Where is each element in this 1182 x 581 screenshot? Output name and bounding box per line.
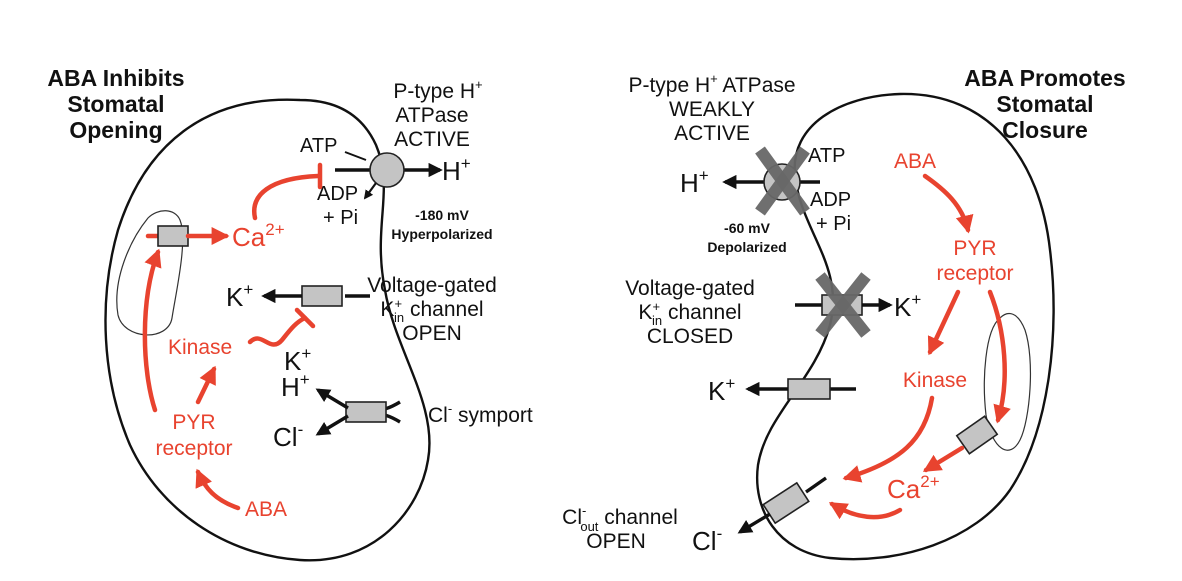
- right-title-line1: ABA Promotes: [964, 65, 1125, 91]
- right-h-label: H+: [680, 166, 709, 198]
- right-k-channel-closed: [795, 272, 893, 338]
- right-atp-label: ATP: [808, 145, 845, 167]
- left-pi-label: + Pi: [323, 207, 358, 229]
- left-pump-label-line2: ATPase: [395, 104, 468, 127]
- left-voltage-state: Hyperpolarized: [391, 226, 492, 242]
- right-pump-x-stroke2: [755, 146, 810, 216]
- left-cl-symport: [315, 388, 401, 436]
- left-atpase-pump: [335, 151, 443, 200]
- right-kchannel-line3: CLOSED: [647, 325, 733, 348]
- left-h-symport-arrow: [315, 388, 349, 410]
- right-kinase-label: Kinase: [903, 369, 967, 392]
- right-pyr-to-ca-arrow: [987, 289, 1011, 424]
- left-pump-label-line3: ACTIVE: [394, 128, 470, 151]
- right-k-closed-label: K+: [894, 290, 921, 322]
- right-kchannel-label: Voltage-gated K+in channel CLOSED: [625, 277, 755, 348]
- right-kchannel-line1: Voltage-gated: [625, 277, 755, 300]
- left-adp-label: ADP: [317, 183, 358, 205]
- right-kchannel-line2: K+in channel: [638, 299, 741, 328]
- right-aba-label: ABA: [894, 150, 936, 173]
- right-adp-label: ADP: [810, 189, 851, 211]
- left-pyr-to-ca-arrow: [142, 248, 162, 413]
- right-title-line2: Stomatal: [996, 91, 1093, 117]
- left-guard-cell: [104, 98, 431, 562]
- right-receptor-label: receptor: [936, 262, 1013, 285]
- left-aba-label: ABA: [245, 498, 287, 521]
- right-vacuole: [983, 312, 1032, 451]
- left-h-out-label: H+: [442, 154, 471, 186]
- right-cl-label: Cl-: [692, 524, 722, 556]
- left-h-in-label: H+: [281, 370, 310, 402]
- left-pyr-to-kinase-arrow: [195, 365, 217, 405]
- right-pump-label-line3: ACTIVE: [674, 122, 750, 145]
- right-pump-label-line2: WEAKLY: [669, 98, 755, 121]
- left-cell-outline: [104, 98, 431, 562]
- right-clout-box: [762, 481, 810, 525]
- right-voltage-label: -60 mV: [724, 220, 771, 236]
- right-ca-label: Ca2+: [887, 472, 940, 504]
- left-aba-to-pyr-arrow: [195, 468, 241, 511]
- right-clout-line-in: [805, 476, 827, 494]
- left-pump-label-line1: P-type H+: [393, 77, 482, 103]
- left-title: ABA Inhibits Stomatal Opening: [47, 65, 184, 143]
- left-kchannel-line1: Voltage-gated: [367, 274, 497, 297]
- left-symport-label: Cl- symport: [428, 401, 533, 427]
- right-ca-channel-box: [955, 415, 999, 455]
- right-voltage-state: Depolarized: [707, 239, 786, 255]
- left-pump-circle: [369, 152, 405, 188]
- left-title-line2: Stomatal: [67, 91, 164, 117]
- left-k-in-label: K+: [284, 344, 311, 376]
- right-pump-label: P-type H+ ATPase WEAKLY ACTIVE: [628, 71, 795, 145]
- left-voltage-label: -180 mV: [415, 207, 469, 223]
- left-kinase-inhibits-k: [247, 315, 308, 347]
- right-pump-label-line1: P-type H+ ATPase: [628, 71, 795, 97]
- left-ca-channel: [145, 225, 230, 247]
- left-vacuole: [116, 210, 184, 336]
- left-title-line3: Opening: [69, 117, 162, 143]
- right-cl-efflux-arrow: [737, 512, 771, 534]
- left-atp-label: ATP: [300, 135, 337, 157]
- left-kinase-inhibit-bar: [294, 307, 316, 329]
- left-receptor-label: receptor: [155, 437, 232, 460]
- right-ca-release-arrow: [922, 445, 965, 473]
- left-kinase-label: Kinase: [168, 336, 232, 359]
- left-k-channel-box: [301, 285, 343, 307]
- left-ca-channel-box: [157, 225, 189, 247]
- right-k-out-label: K+: [708, 374, 735, 406]
- right-k-x-stroke2: [815, 272, 871, 338]
- right-kinase-to-clout-arrow: [842, 395, 935, 483]
- right-aba-to-pyr-arrow: [922, 173, 974, 234]
- right-atpase-pump: [722, 146, 820, 216]
- right-ca-channel: [922, 415, 999, 473]
- right-pi-label: + Pi: [816, 213, 851, 235]
- right-clout-channel: [737, 476, 827, 534]
- right-clout-label-line2: OPEN: [586, 530, 646, 553]
- left-cl-in-label: Cl-: [273, 420, 303, 452]
- left-kchannel-label: Voltage-gated K+in channel OPEN: [367, 274, 497, 345]
- right-clout-label-line1: Cl-out channel: [562, 503, 678, 534]
- left-ca-inhibits-pump: [252, 173, 321, 221]
- left-kchannel-line3: OPEN: [402, 322, 462, 345]
- left-pump-label: P-type H+ ATPase ACTIVE: [393, 77, 482, 151]
- left-pyr-label: PYR: [172, 411, 215, 434]
- right-pyr-label: PYR: [953, 237, 996, 260]
- left-symport-box: [345, 401, 387, 423]
- right-k-out-channel: [745, 378, 856, 400]
- left-title-line1: ABA Inhibits: [47, 65, 184, 91]
- left-k-channel: [261, 285, 370, 307]
- right-title-line3: Closure: [1002, 117, 1088, 143]
- left-kchannel-line2: K+in channel: [380, 296, 483, 325]
- right-pyr-to-kinase-arrow: [927, 289, 961, 356]
- right-k-out-box: [787, 378, 831, 400]
- left-k-label: K+: [226, 280, 253, 312]
- right-ca-to-clout-arrow: [828, 501, 903, 520]
- left-adp-arrow: [363, 182, 377, 200]
- left-cl-symport-arrow: [315, 414, 349, 436]
- left-atp-leader: [344, 151, 367, 161]
- right-title: ABA Promotes Stomatal Closure: [964, 65, 1125, 143]
- left-ca-label: Ca2+: [232, 220, 285, 252]
